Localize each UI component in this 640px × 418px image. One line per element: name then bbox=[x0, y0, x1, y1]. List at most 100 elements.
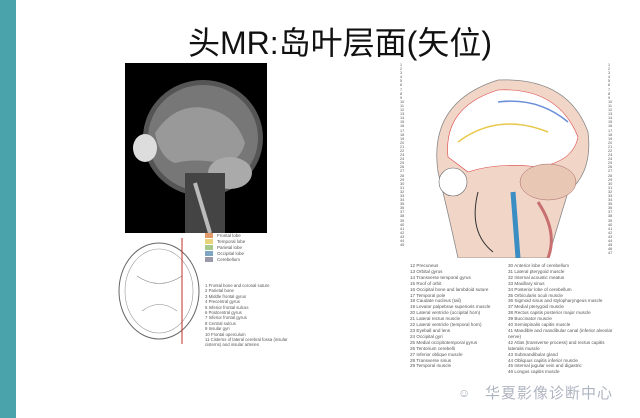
list-item: 46 bbox=[608, 247, 613, 252]
list-item: 33 bbox=[400, 194, 405, 198]
list-item: 31 Lateral pterygoid muscle bbox=[508, 268, 565, 274]
list-item: 5 bbox=[400, 79, 403, 84]
list-item: 4 bbox=[608, 75, 611, 80]
axial-reference-diagram bbox=[112, 236, 207, 346]
list-item: 11 Cisterns of lateral cerebral fossa (i… bbox=[205, 337, 288, 348]
list-item: 21 Lateral rectus muscle bbox=[410, 316, 461, 322]
list-item: 36 Sigmoid sinus and stylopharyngeus mus… bbox=[508, 298, 603, 304]
list-item: 35 bbox=[400, 202, 405, 207]
list-item: 8 Central sulcus bbox=[205, 320, 236, 326]
list-item: 24 bbox=[400, 157, 405, 162]
list-item: 3 Middle frontal gyrus bbox=[205, 293, 247, 299]
list-item: 45 Internal jugular vein and digastric bbox=[508, 363, 582, 369]
list-item: 42 bbox=[608, 230, 613, 235]
list-item: 41 bbox=[608, 226, 613, 231]
list-item: 27 bbox=[608, 169, 613, 174]
list-item: 9 Insular gyri bbox=[205, 326, 230, 332]
list-item: 21 bbox=[608, 144, 613, 149]
list-item: 37 bbox=[608, 210, 613, 215]
list-item: 11 bbox=[608, 103, 612, 108]
list-item: 4 bbox=[400, 75, 403, 80]
list-item: 40 bbox=[608, 222, 613, 227]
list-item: 6 Postcentral gyrus bbox=[205, 310, 242, 316]
list-item: 10 bbox=[400, 99, 405, 104]
list-item: 5 Inferior frontal sulcus bbox=[205, 304, 249, 310]
list-item: 33 Maxillary sinus bbox=[508, 280, 545, 286]
list-item: 18 bbox=[400, 132, 405, 137]
list-item: 23 Eyeball and lens bbox=[410, 327, 451, 333]
list-item: 39 bbox=[400, 218, 405, 223]
list-item: 31 bbox=[400, 185, 405, 190]
list-item: 10 bbox=[608, 99, 613, 104]
list-item: 30 bbox=[400, 181, 405, 186]
list-item: 38 bbox=[400, 214, 405, 219]
list-item: 19 bbox=[400, 136, 405, 141]
list-item: 34 Posterior lobe of cerebellum bbox=[508, 286, 572, 292]
list-item: 7 bbox=[400, 87, 403, 92]
list-item: 26 bbox=[608, 165, 613, 170]
list-item: 20 bbox=[608, 140, 613, 145]
list-item: 3 bbox=[400, 71, 403, 76]
list-item: 46 Longus capitis muscle bbox=[508, 369, 560, 375]
list-item: 17 bbox=[400, 128, 405, 133]
list-item: 26 Tentorium cerebelli bbox=[410, 345, 455, 351]
list-item: 1 bbox=[608, 63, 611, 67]
mri-sagittal-image bbox=[125, 63, 267, 233]
list-item: 30 bbox=[608, 181, 613, 186]
list-item: 15 bbox=[608, 120, 613, 125]
wechat-icon: ☺ bbox=[458, 386, 471, 400]
list-item: 13 bbox=[608, 112, 613, 117]
list-item: 29 bbox=[608, 177, 613, 182]
list-item: 44 Obliquus capitis inferior muscle bbox=[508, 357, 578, 363]
accent-bar bbox=[0, 0, 16, 418]
legend-item: Frontal lobe bbox=[205, 232, 245, 238]
list-item: 38 bbox=[608, 214, 613, 219]
list-item: 29 Temporal muscle bbox=[410, 363, 452, 369]
list-item: 19 bbox=[608, 136, 613, 141]
list-item: 2 Parietal bone bbox=[205, 288, 234, 294]
list-item: 12 Precuneus bbox=[410, 263, 439, 268]
list-item: 8 bbox=[608, 91, 611, 96]
list-item: 10 Frontal operculum bbox=[205, 331, 246, 337]
legend-label: Cerebellum bbox=[217, 256, 241, 262]
list-item: 16 bbox=[400, 124, 405, 129]
list-item: 27 Inferior oblique muscle bbox=[410, 351, 463, 357]
list-item: 9 bbox=[608, 95, 611, 100]
legend-label: Temporal lobe bbox=[217, 238, 246, 244]
list-item: 20 bbox=[400, 140, 405, 145]
list-item: 2 bbox=[608, 67, 611, 72]
list-item: 42 bbox=[400, 230, 405, 235]
legend-label: Frontal lobe bbox=[217, 232, 241, 238]
list-item: 12 bbox=[608, 108, 613, 113]
list-item: 15 bbox=[400, 120, 405, 125]
list-item: 16 bbox=[608, 124, 613, 129]
legend-item: Parietal lobe bbox=[205, 244, 245, 250]
list-item: 17 Temporal pole bbox=[410, 292, 446, 298]
list-item: 47 bbox=[608, 251, 613, 256]
list-item: 41 bbox=[400, 226, 405, 231]
list-item: 32 bbox=[400, 189, 405, 194]
list-item: 6 bbox=[608, 83, 611, 88]
list-item: 7 Inferior frontal gyrus bbox=[205, 315, 247, 321]
list-item: 6 bbox=[400, 83, 403, 88]
list-item: 44 bbox=[400, 239, 405, 244]
list-item: 39 bbox=[608, 218, 613, 223]
list-item: 21 bbox=[400, 144, 405, 149]
list-item: 7 bbox=[608, 87, 611, 92]
list-item: 31 bbox=[608, 185, 613, 190]
watermark: 华夏影像诊断中心 bbox=[485, 385, 614, 402]
list-item: 22 Lateral ventricle (temporal horn) bbox=[410, 322, 482, 328]
list-item: 43 Submandibular gland bbox=[508, 351, 558, 357]
list-item: 44 bbox=[608, 239, 613, 244]
legend-label: Occipital lobe bbox=[217, 250, 245, 256]
list-item: 23 bbox=[608, 153, 613, 158]
list-item: 29 bbox=[400, 177, 405, 182]
list-item: 43 bbox=[400, 234, 405, 239]
list-item: 34 bbox=[608, 198, 613, 203]
legend-item: Cerebellum bbox=[205, 256, 245, 262]
list-item: 33 bbox=[608, 194, 613, 198]
list-item: 39 Buccinator muscle bbox=[508, 316, 552, 322]
list-item: 43 bbox=[608, 234, 613, 239]
